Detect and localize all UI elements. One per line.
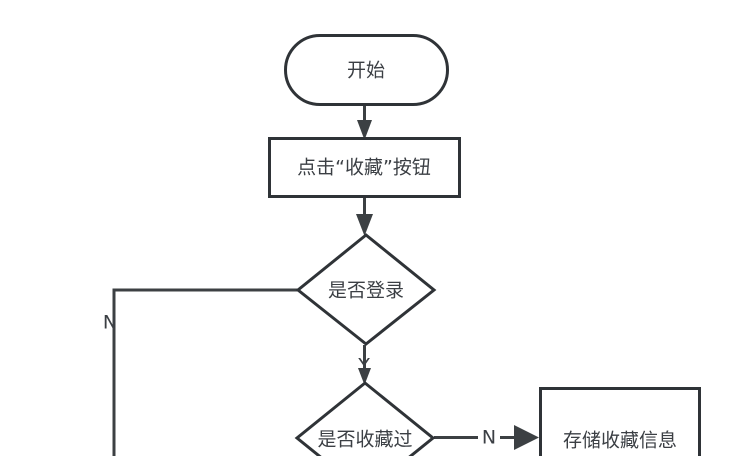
edge-label-login-yes: Y — [357, 355, 370, 377]
edge-label-favorited-no: N — [482, 427, 496, 449]
arrow-head-icon — [357, 120, 372, 140]
node-store-favorite[interactable]: 存储收藏信息 — [539, 387, 701, 456]
arrow-head-icon — [514, 425, 539, 450]
arrow-head-icon — [356, 214, 373, 236]
node-already-favorited[interactable]: 是否收藏过 — [294, 381, 436, 456]
node-already-favorited-label: 是否收藏过 — [317, 429, 412, 451]
node-store-favorite-label: 存储收藏信息 — [563, 430, 677, 452]
node-start-label: 开始 — [347, 60, 385, 82]
node-click-favorite-label: 点击“收藏”按钮 — [297, 157, 431, 179]
edge-login-no — [112, 288, 298, 456]
node-click-favorite[interactable]: 点击“收藏”按钮 — [268, 137, 461, 198]
node-is-logged-in-label: 是否登录 — [328, 280, 404, 302]
node-start[interactable]: 开始 — [284, 34, 449, 106]
edge-label-login-no: N — [103, 312, 117, 334]
edge-start-to-click — [357, 105, 372, 140]
edge-login-yes — [358, 345, 371, 385]
arrow-head-icon — [358, 368, 371, 385]
node-is-logged-in[interactable]: 是否登录 — [295, 233, 437, 346]
edge-click-to-login — [356, 197, 373, 236]
edge-favorited-no — [434, 425, 539, 450]
